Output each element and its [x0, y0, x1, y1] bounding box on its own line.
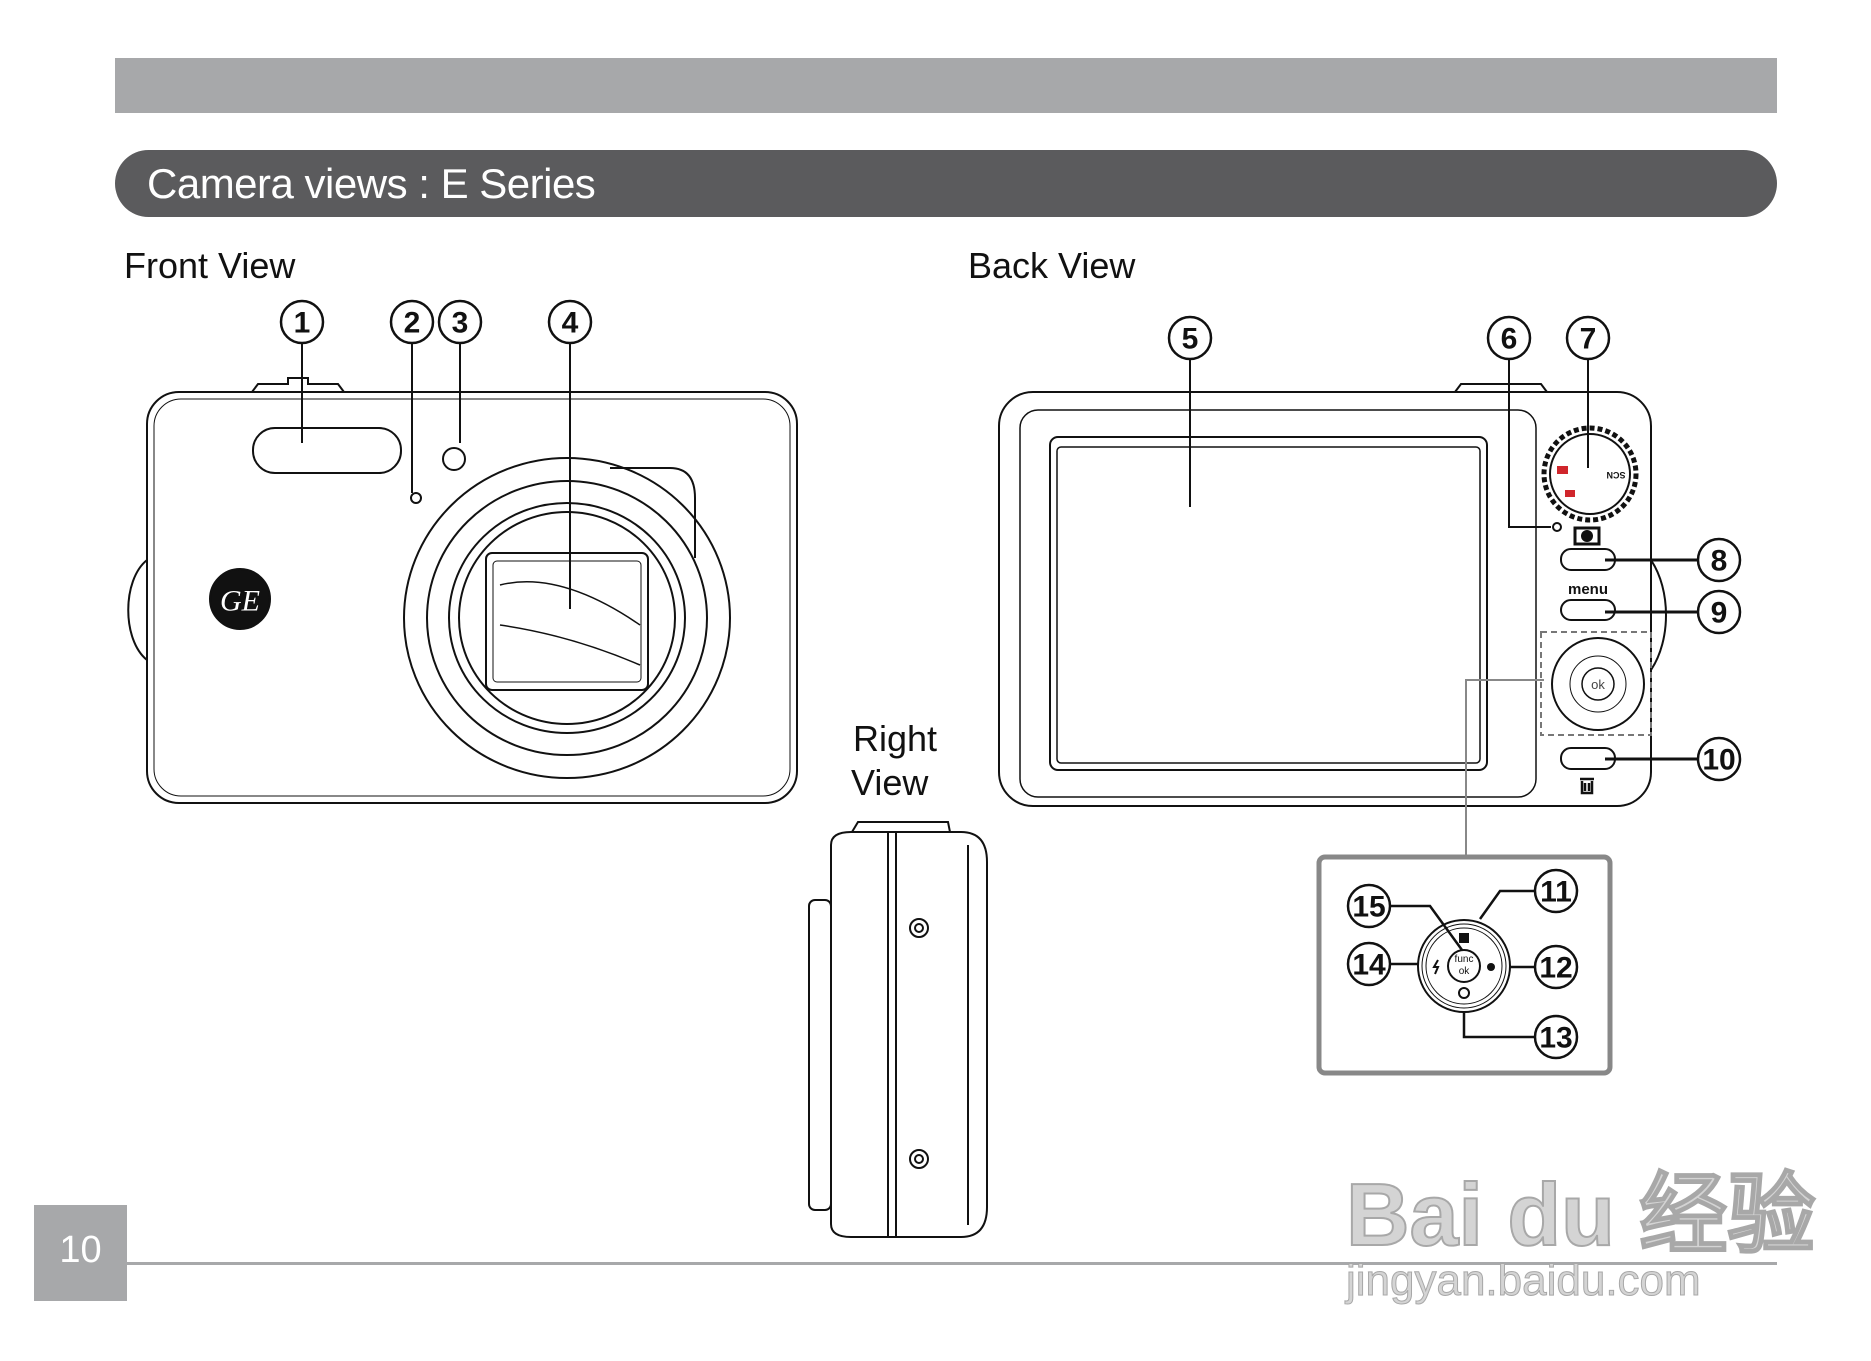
flash-window [252, 427, 402, 474]
watermark: Bai du 经验 jingyan.baidu.com [1345, 1104, 1816, 1306]
trash-icon [1580, 777, 1594, 795]
dpad-inset: func ok 11 12 13 14 15 [1316, 854, 1613, 1076]
header-bar [115, 58, 1777, 113]
callout-7: 7 [1580, 323, 1597, 356]
dpad-highlight [1540, 631, 1652, 736]
page-title: Camera views : E Series [147, 160, 596, 207]
svg-text:ok: ok [1591, 677, 1605, 692]
right-view-label-line1: Right [853, 718, 938, 759]
lens-barrel [403, 457, 731, 779]
front-camera: GE [127, 377, 798, 804]
callout-13: 13 [1539, 1022, 1572, 1055]
callout-14: 14 [1352, 949, 1386, 982]
callout-9: 9 [1711, 597, 1728, 630]
callout-12: 12 [1539, 952, 1572, 985]
mode-dial-icon: SCN [1541, 425, 1639, 523]
callout-5: 5 [1182, 323, 1199, 356]
macro-icon [1487, 963, 1495, 971]
callout-4: 4 [562, 307, 579, 340]
ge-logo-icon: GE [209, 568, 271, 630]
callout-6: 6 [1501, 323, 1518, 356]
back-callouts: 5 6 7 8 9 10 [1167, 315, 1742, 857]
af-assist-lamp [410, 492, 422, 504]
back-camera: SCN menu ok [998, 383, 1667, 807]
svg-text:func: func [1455, 954, 1474, 965]
svg-text:GE: GE [220, 585, 260, 618]
menu-label: menu [1568, 581, 1608, 598]
callout-3: 3 [452, 307, 469, 340]
callout-15: 15 [1352, 891, 1385, 924]
flash-icon [1432, 959, 1440, 975]
callout-1: 1 [294, 307, 311, 340]
lcd-screen [1049, 436, 1488, 771]
exposure-icon [1459, 933, 1469, 943]
watermark-url: jingyan.baidu.com [1346, 1256, 1702, 1306]
lens [485, 552, 649, 691]
callout-2: 2 [404, 307, 421, 340]
watermark-logo: Bai du 经验 [1345, 1164, 1816, 1265]
face-detect-icon [1573, 526, 1601, 546]
menu-button[interactable] [1560, 599, 1616, 621]
right-camera [808, 821, 988, 1238]
callout-11: 11 [1540, 876, 1572, 909]
front-view-label: Front View [124, 245, 296, 286]
page-number-box: 10 [34, 1205, 127, 1301]
status-led [1552, 522, 1562, 532]
footer-rule [127, 1262, 1777, 1265]
dpad [1551, 637, 1645, 731]
self-timer-icon [1458, 987, 1470, 999]
svg-text:ok: ok [1459, 966, 1471, 977]
back-view-label: Back View [968, 245, 1136, 286]
callout-10: 10 [1702, 744, 1735, 777]
title-bar: Camera views : E Series [115, 150, 1777, 217]
self-timer-lamp [442, 447, 466, 471]
front-callouts: 1 2 3 4 [279, 299, 593, 609]
page-number: 10 [59, 1229, 102, 1271]
right-view-label-line2: View [851, 762, 929, 803]
svg-text:SCN: SCN [1606, 470, 1625, 480]
callout-8: 8 [1711, 545, 1728, 578]
